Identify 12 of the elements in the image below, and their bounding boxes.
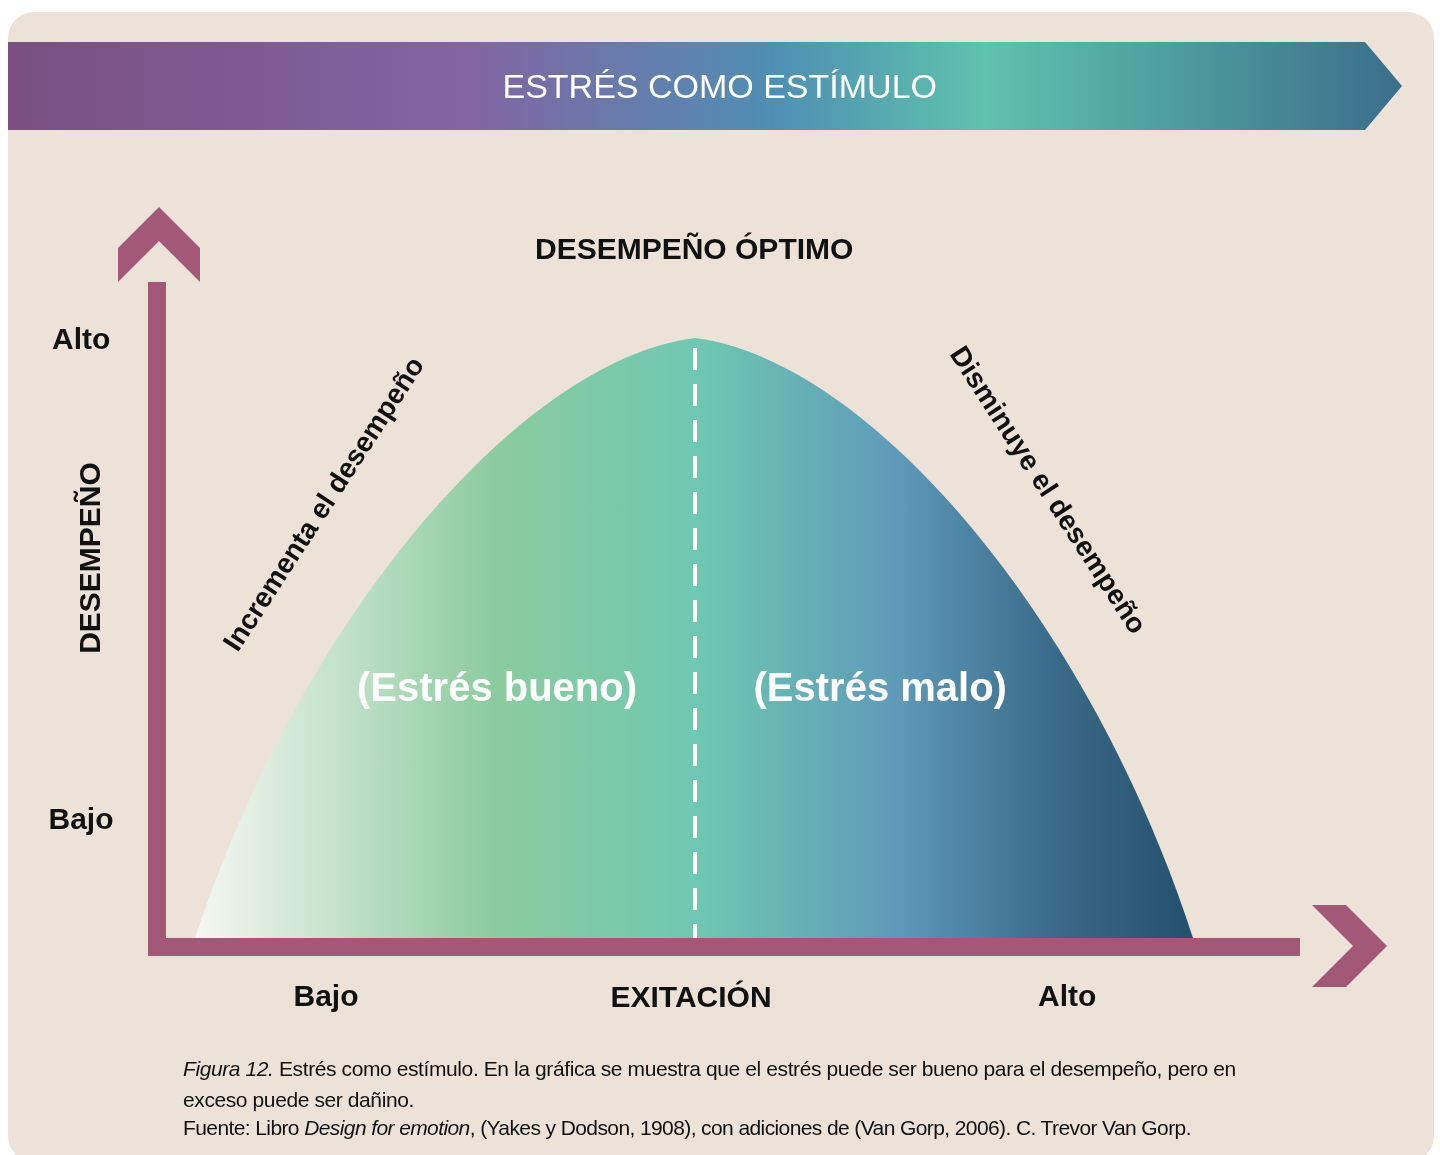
tick-label: Alto <box>1038 979 1097 1013</box>
tick-label: Alto <box>52 322 111 356</box>
source-text: Fuente: Libro Design for emotion, (Yakes y Dodson, 1908), con adiciones de (Van Gorp, 2006). C. Trevor Van Gorp. <box>183 1116 1191 1140</box>
tick-label: Bajo <box>48 802 114 836</box>
axis-label: EXITACIÓN <box>610 980 772 1014</box>
banner-title: ESTRÉS COMO ESTÍMULO <box>502 66 937 106</box>
region-label: (Estrés bueno) <box>357 664 638 710</box>
region-label: (Estrés malo) <box>753 664 1007 710</box>
tick-label: Bajo <box>293 979 359 1013</box>
axis-label: DESEMPEÑO <box>72 462 107 654</box>
peak-label: DESEMPEÑO ÓPTIMO <box>535 232 854 266</box>
caption-text: Figura 12. Estrés como estímulo. En la gráfica se muestra que el estrés puede ser bueno para el desempeño, pero en exceso puede ser dañino. <box>183 1056 1237 1113</box>
